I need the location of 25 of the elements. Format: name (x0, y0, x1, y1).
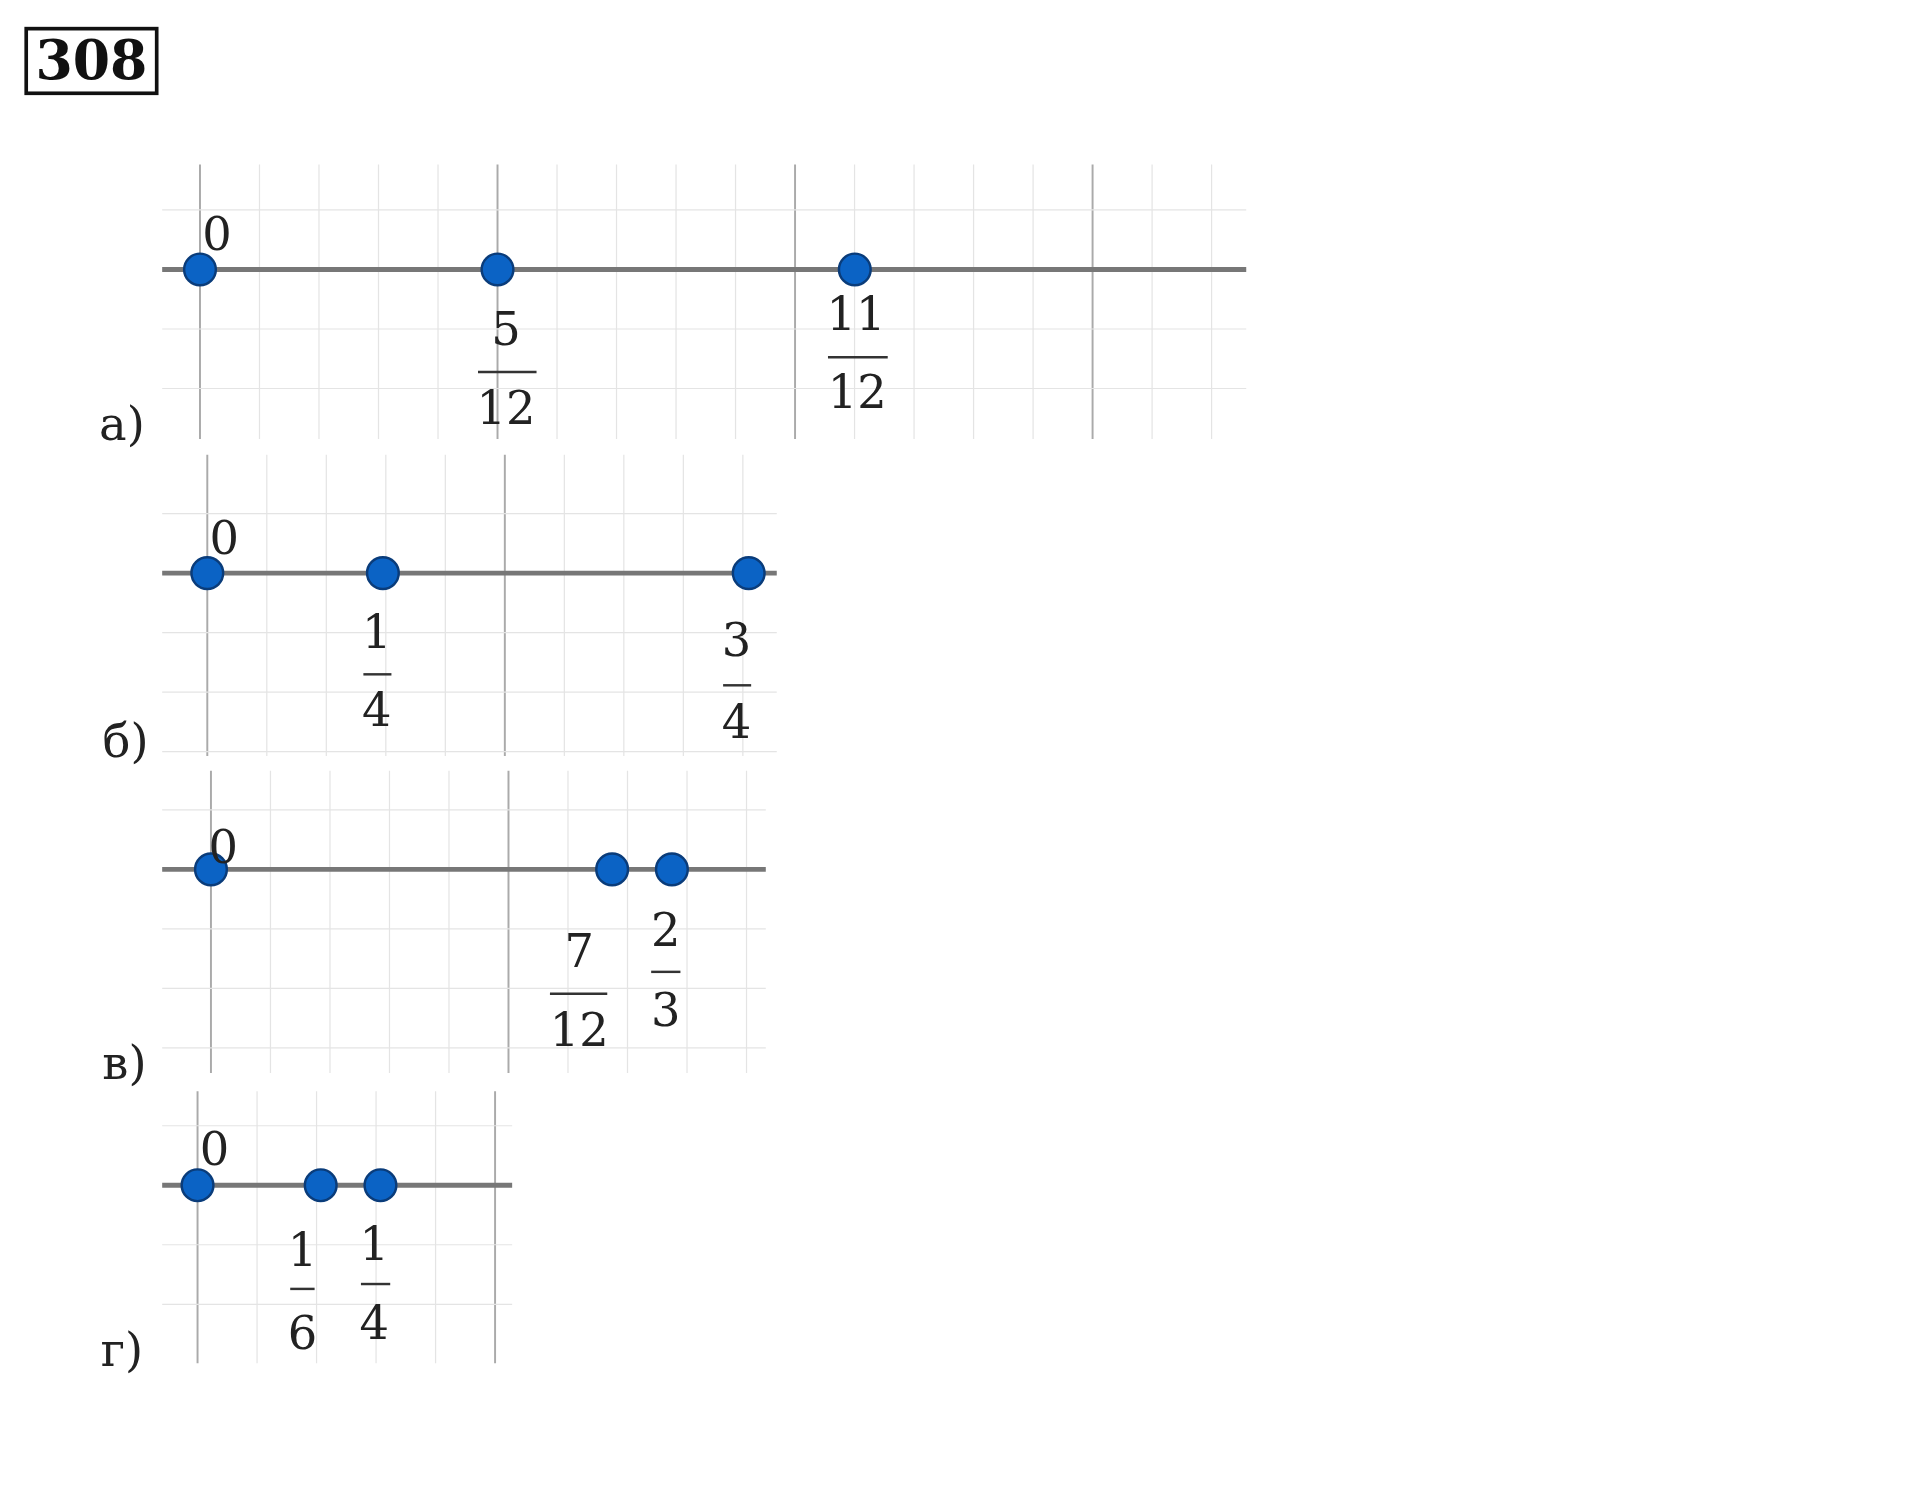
denominator: 4 (721, 698, 752, 746)
denominator: 12 (549, 1007, 609, 1054)
axis-zero: 0 (208, 824, 238, 871)
denominator: 4 (359, 1299, 390, 1347)
panel-label: г) (100, 1326, 144, 1374)
denominator: 4 (362, 686, 392, 733)
numerator: 2 (651, 907, 681, 954)
denominator: 3 (651, 986, 681, 1033)
denominator: 12 (827, 369, 887, 416)
numerator: 3 (721, 617, 752, 664)
axis-zero: 0 (199, 1125, 230, 1172)
denominator: 12 (476, 385, 536, 432)
numerator: 5 (491, 306, 521, 353)
numerator: 7 (564, 927, 594, 975)
numerator: 11 (826, 291, 886, 338)
panel-label: б) (102, 718, 149, 765)
panel-label: а) (99, 401, 145, 448)
numerator: 1 (359, 1220, 390, 1267)
exercise-number: 308 (24, 26, 159, 96)
numerator: 1 (362, 608, 392, 655)
denominator: 6 (287, 1309, 318, 1356)
numerator: 1 (287, 1226, 318, 1274)
axis-zero: 0 (209, 514, 240, 561)
axis-zero: 0 (202, 210, 232, 258)
panel-label: в) (102, 1040, 147, 1087)
